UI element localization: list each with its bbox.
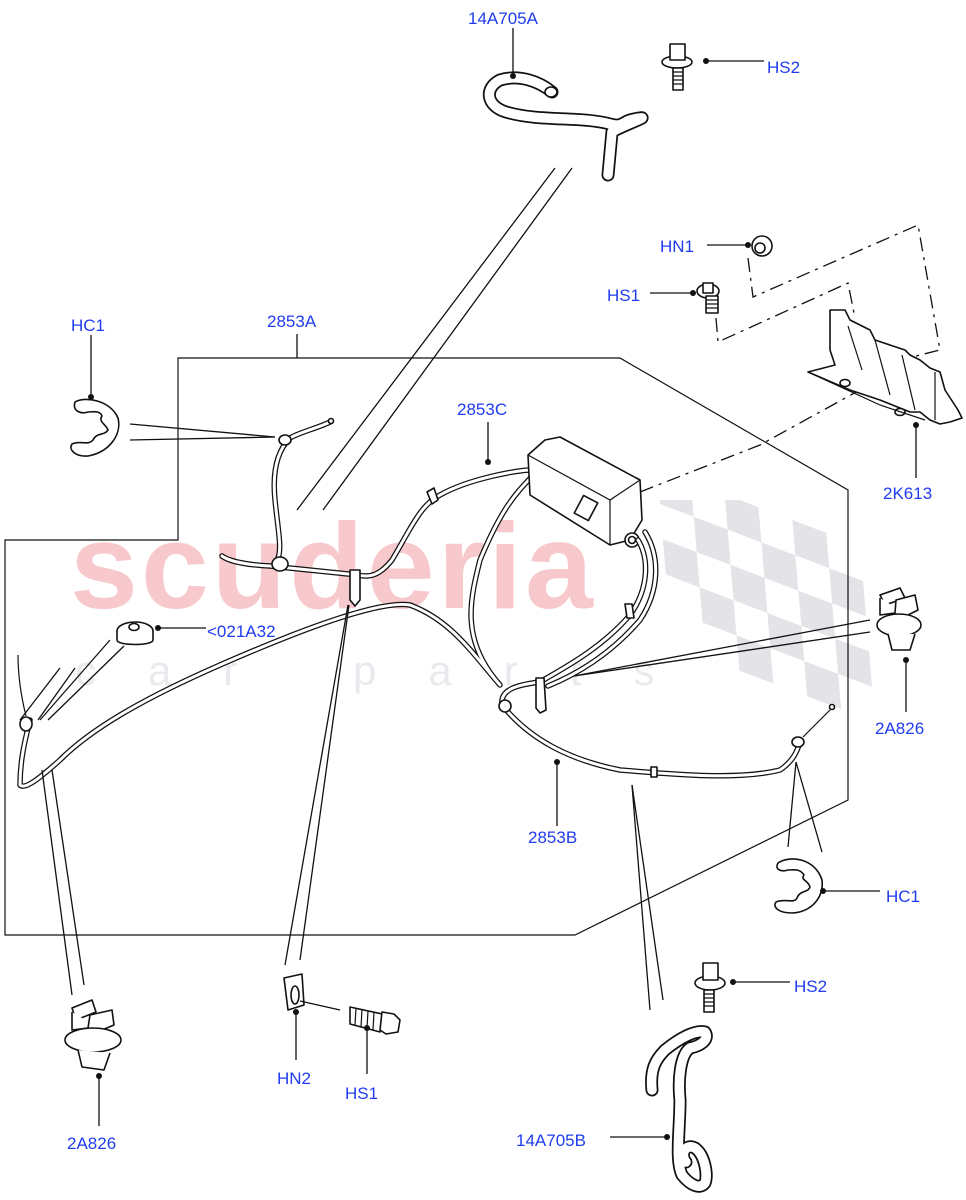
bolt-hs1-top[interactable] (696, 282, 720, 314)
leader-2a826-left-line2 (51, 769, 85, 986)
leader-hose-b-line1 (631, 784, 651, 1011)
leader-hc1-right-line2 (795, 761, 823, 853)
label-2853a[interactable]: 2853A (267, 312, 317, 331)
assembly-line-hs1 (715, 282, 856, 343)
bolt-hs2-bottom[interactable] (694, 962, 726, 1013)
leader-2a826-right-line2 (573, 631, 871, 677)
label-2a826-right[interactable]: 2A826 (875, 719, 925, 738)
leader-hn2-line2 (299, 604, 350, 961)
leader-021a32-line2 (47, 645, 125, 721)
retainer-2a826-right[interactable] (876, 587, 922, 651)
leader-hose-a-line2 (322, 167, 573, 511)
leader-grommet-line2 (37, 667, 76, 721)
label-14a705a[interactable]: 14A705A (468, 9, 538, 28)
clip-hc1-left[interactable] (70, 398, 120, 457)
leader-hn2-line1 (284, 604, 349, 966)
label-021a32[interactable]: <021A32 (207, 622, 276, 641)
bolt-hs2-top[interactable] (661, 43, 693, 91)
label-hs2-bottom[interactable]: HS2 (794, 977, 828, 996)
label-hn1[interactable]: HN1 (660, 237, 695, 256)
grommet-021a32[interactable] (116, 621, 154, 646)
leader-hose-b-line2 (631, 784, 664, 1001)
assembly-boundary (4, 357, 849, 936)
retainer-2a826-left[interactable] (64, 999, 122, 1071)
assembly-line-hn1 (747, 224, 941, 361)
label-hs2-top[interactable]: HS2 (767, 58, 801, 77)
label-hn2[interactable]: HN2 (277, 1069, 312, 1088)
leader-hc1-right-line1 (787, 761, 797, 848)
label-hc1-left[interactable]: HC1 (71, 316, 106, 335)
label-2853b[interactable]: 2853B (528, 828, 578, 847)
assembly-line-hn2-hs1 (299, 1000, 341, 1011)
leader-021a32-line1 (39, 639, 111, 721)
hose-14a705b[interactable] (645, 1025, 713, 1193)
label-2k613[interactable]: 2K613 (883, 484, 933, 503)
cable-2853a[interactable] (17, 417, 541, 789)
leader-2a826-left-line1 (41, 769, 73, 996)
leader-hc1-line2 (129, 436, 276, 441)
hose-14a705a[interactable] (483, 71, 649, 182)
cable-2853c[interactable] (537, 529, 659, 689)
label-14a705b[interactable]: 14A705B (516, 1131, 586, 1150)
parking-brake-actuator[interactable] (527, 436, 643, 548)
label-hs1-top[interactable]: HS1 (607, 286, 641, 305)
leader-grommet-line1 (19, 667, 61, 721)
leader-hose-a-line1 (296, 167, 556, 511)
watermark-scuderia: scuderia (70, 498, 596, 634)
label-hs1-bottom[interactable]: HS1 (345, 1084, 379, 1103)
label-2a826-left[interactable]: 2A826 (67, 1134, 117, 1153)
nut-hn2[interactable] (283, 973, 305, 1011)
cable-2853b[interactable] (498, 677, 836, 779)
assembly-line-actuator (639, 357, 919, 493)
label-2853c[interactable]: 2853C (457, 400, 508, 419)
bracket-2k613[interactable] (807, 309, 963, 425)
clip-hc1-right[interactable] (774, 858, 823, 914)
nut-hn1[interactable] (751, 235, 773, 257)
label-hc1-right[interactable]: HC1 (886, 887, 921, 906)
bolt-hs1-bottom[interactable] (349, 1006, 401, 1035)
leader-hc1-line1 (129, 423, 276, 438)
leader-2a826-right-line1 (573, 619, 871, 677)
